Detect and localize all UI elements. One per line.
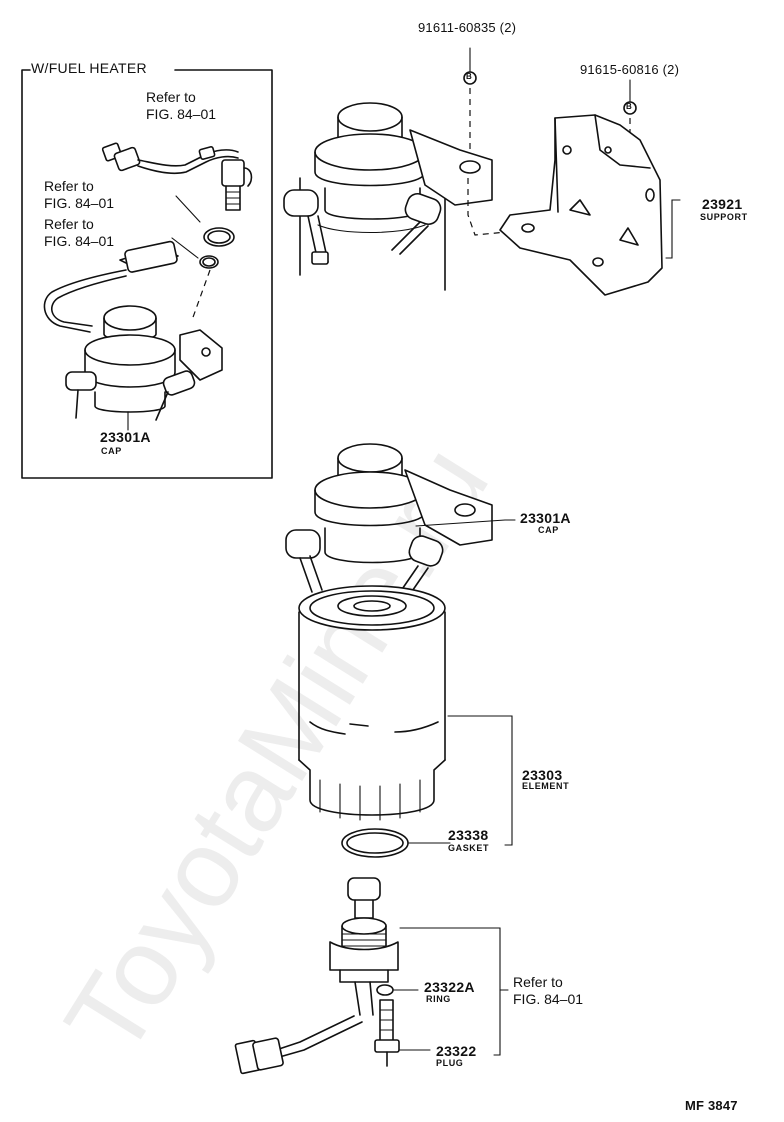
main-element <box>298 585 513 846</box>
ref-line-1: Refer to <box>513 974 563 990</box>
cap-name: CAP <box>538 525 559 535</box>
gasket-name: GASKET <box>448 843 490 853</box>
support-name: SUPPORT <box>700 212 748 222</box>
ref-line-2: FIG. 84–01 <box>44 195 115 211</box>
inset-frame <box>21 69 273 479</box>
plug-number: 23322 <box>436 1043 477 1059</box>
element-number: 23303 <box>522 767 563 783</box>
support-number: 23921 <box>702 196 743 212</box>
bolt-1-number: 91611-60835 (2) <box>418 20 517 35</box>
bolt-1-marker: B <box>466 72 472 81</box>
ring-name: RING <box>426 994 451 1004</box>
ref-line-2: FIG. 84–01 <box>44 233 115 249</box>
inset-heater-sensor <box>101 142 253 211</box>
bolt-markers <box>463 47 637 115</box>
support-bracket <box>499 114 681 296</box>
plug-name: PLUG <box>436 1058 464 1068</box>
ref-line-1: Refer to <box>44 178 94 194</box>
bolt-2-marker: B <box>626 102 632 111</box>
element-name: ELEMENT <box>522 781 570 791</box>
inset-cap <box>43 240 223 431</box>
cap-inset-name: CAP <box>101 446 122 456</box>
inset-title: W/FUEL HEATER <box>31 60 147 76</box>
inset-ref-2: Refer to FIG. 84–01 <box>44 178 114 212</box>
ref-line-2: FIG. 84–01 <box>146 106 217 122</box>
ring-number: 23322A <box>424 979 475 995</box>
ref-line-2: FIG. 84–01 <box>513 991 584 1007</box>
cap-number: 23301A <box>520 510 571 526</box>
main-cap <box>285 443 516 601</box>
gasket-number: 23338 <box>448 827 489 843</box>
inset-o-rings <box>171 195 235 321</box>
plug-ref: Refer to FIG. 84–01 <box>513 974 583 1008</box>
top-cap-assembly <box>283 88 631 291</box>
ref-line-1: Refer to <box>44 216 94 232</box>
bolt-2-number: 91615-60816 (2) <box>580 62 680 77</box>
inset-ref-3: Refer to FIG. 84–01 <box>44 216 114 250</box>
plug-assembly <box>234 877 509 1075</box>
ref-line-1: Refer to <box>146 89 196 105</box>
figure-code: MF 3847 <box>685 1098 738 1113</box>
inset-ref-1: Refer to FIG. 84–01 <box>146 89 216 123</box>
cap-inset-number: 23301A <box>100 429 151 445</box>
main-gasket <box>341 828 451 858</box>
